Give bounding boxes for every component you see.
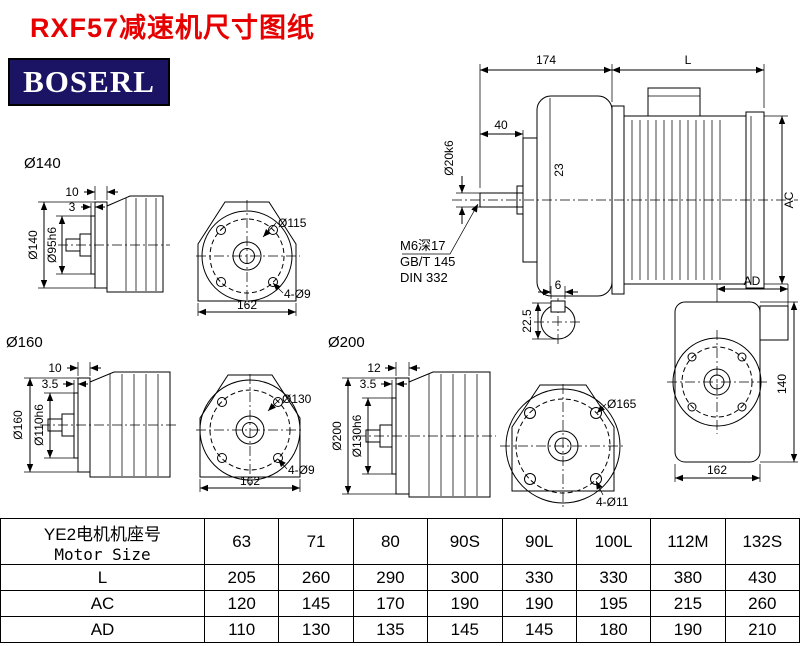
dim-23-label: 23 xyxy=(552,163,566,177)
dim-12-label-200: 12 xyxy=(367,361,381,375)
motor-fins xyxy=(631,120,721,280)
size-cell: 71 xyxy=(278,518,354,565)
size-cell: 100L xyxy=(575,518,652,565)
flange-200-front-view: Ø165 4-Ø11 xyxy=(500,384,637,509)
value-cell: 330 xyxy=(501,564,577,591)
value-cell: 190 xyxy=(650,616,726,643)
value-cell: 195 xyxy=(575,590,652,617)
value-cell: 380 xyxy=(650,564,726,591)
row-L: L 205 260 290 300 330 330 380 430 xyxy=(0,564,800,591)
flange-160-side-view: Ø160 10 3.5 Ø160 Ø110h xyxy=(6,334,176,478)
rear-view: AD 140 162 xyxy=(667,274,798,482)
value-cell: 430 xyxy=(724,564,800,591)
dim-174-label: 174 xyxy=(536,53,556,67)
note-m6-depth: M6深17 xyxy=(400,238,446,253)
dim-spigot-label-140: Ø95h6 xyxy=(45,227,59,263)
dim-3-5-label-200: 3.5 xyxy=(360,377,377,391)
size-cell: 132S xyxy=(724,518,800,565)
value-cell: 170 xyxy=(352,590,429,617)
size-cell: 63 xyxy=(203,518,280,565)
value-cell: 290 xyxy=(352,564,429,591)
dim-162-label-140: 162 xyxy=(237,298,257,312)
size-cell: 90L xyxy=(501,518,577,565)
flange-140-front-view: Ø115 4-Ø9 162 xyxy=(196,200,311,316)
shaft-section-detail: 6 22.5 xyxy=(520,278,582,346)
dim-162-label-160: 162 xyxy=(240,474,260,488)
motor-size-header-cell: YE2电机机座号 Motor Size xyxy=(0,518,205,565)
value-cell: 330 xyxy=(575,564,652,591)
bolt-circle-label-200: Ø165 xyxy=(607,397,637,411)
size-cell: 90S xyxy=(427,518,503,565)
row-AD: AD 110 130 135 145 145 180 190 210 xyxy=(0,616,800,643)
dim-3-5-label-160: 3.5 xyxy=(42,377,59,391)
header-row: YE2电机机座号 Motor Size 63 71 80 90S 90L 100… xyxy=(0,518,800,565)
holes-label-140: 4-Ø9 xyxy=(284,287,311,301)
dim-140-label: 140 xyxy=(775,374,789,394)
value-cell: 260 xyxy=(724,590,800,617)
flange-200-side-view: Ø200 12 3.5 Ø200 Ø130h xyxy=(328,334,496,498)
value-cell: 205 xyxy=(203,564,280,591)
value-cell: 300 xyxy=(427,564,503,591)
dim-key-depth-label: 22.5 xyxy=(520,309,534,333)
holes-label-160: 4-Ø9 xyxy=(288,463,315,477)
size-cell: 112M xyxy=(650,518,726,565)
main-assembly-view: 174 L 40 Ø20k6 23 AC M6深17 GB/T 145 DIN … xyxy=(400,53,798,297)
dim-10-label-140: 10 xyxy=(65,185,79,199)
value-cell: 260 xyxy=(278,564,354,591)
holes-label-200: 4-Ø11 xyxy=(596,495,629,509)
row-label-cell: AD xyxy=(0,616,205,643)
bolt-circle-label-160: Ø130 xyxy=(282,392,312,406)
dim-spigot-label-160: Ø110h6 xyxy=(32,404,46,446)
terminal-box-rear xyxy=(759,305,789,341)
note-din-332: DIN 332 xyxy=(400,270,448,285)
flange-140-side-view: Ø140 10 3 Ø140 Ø95h6 xyxy=(24,155,170,293)
terminal-box xyxy=(647,87,701,117)
row-label-cell: L xyxy=(0,564,205,591)
size-cell: 80 xyxy=(352,518,429,565)
value-cell: 145 xyxy=(501,616,577,643)
value-cell: 120 xyxy=(203,590,280,617)
value-cell: 190 xyxy=(427,590,503,617)
value-cell: 130 xyxy=(278,616,354,643)
dim-od-label-160: Ø160 xyxy=(11,410,25,440)
page-title: RXF57减速机尺寸图纸 xyxy=(30,13,316,43)
value-cell: 210 xyxy=(724,616,800,643)
flange-160-front-view: Ø130 4-Ø9 162 xyxy=(196,374,315,492)
row-label-cell: AC xyxy=(0,590,205,617)
motor-size-label-en: Motor Size xyxy=(54,544,151,564)
dim-L-label: L xyxy=(685,53,692,67)
value-cell: 110 xyxy=(203,616,280,643)
dimension-table: YE2电机机座号 Motor Size 63 71 80 90S 90L 100… xyxy=(0,518,800,643)
value-cell: 145 xyxy=(278,590,354,617)
value-cell: 135 xyxy=(352,616,429,643)
value-cell: 180 xyxy=(575,616,652,643)
dim-10-label-160: 10 xyxy=(48,361,62,375)
boserl-logo: BOSERL xyxy=(8,58,170,106)
flange-200-label: Ø200 xyxy=(328,334,365,351)
motor-size-label-cn: YE2电机机座号 xyxy=(43,524,162,544)
dim-shaft-diameter-label: Ø20k6 xyxy=(442,140,456,176)
dim-3-label-140: 3 xyxy=(69,200,76,214)
value-cell: 215 xyxy=(650,590,726,617)
dim-spigot-label-200: Ø130h6 xyxy=(350,414,364,457)
bolt-circle-label-140: Ø115 xyxy=(278,216,307,230)
dim-od-label-140: Ø140 xyxy=(26,230,40,260)
dim-40-label: 40 xyxy=(494,118,508,132)
dim-od-label-200: Ø200 xyxy=(330,421,344,451)
value-cell: 145 xyxy=(427,616,503,643)
dim-key-width-label: 6 xyxy=(555,278,562,292)
technical-drawing: 174 L 40 Ø20k6 23 AC M6深17 GB/T 145 DIN … xyxy=(6,53,798,509)
dim-AD-label: AD xyxy=(744,274,761,288)
boserl-logo-text: BOSERL xyxy=(23,64,155,99)
row-AC: AC 120 145 170 190 190 195 215 260 xyxy=(0,590,800,617)
flange-160-label: Ø160 xyxy=(6,334,43,351)
flange-140-label: Ø140 xyxy=(24,155,61,172)
value-cell: 190 xyxy=(501,590,577,617)
dim-AC-label: AC xyxy=(782,191,796,208)
note-gbt-145: GB/T 145 xyxy=(400,254,455,269)
dim-162-rear-label: 162 xyxy=(707,463,727,477)
